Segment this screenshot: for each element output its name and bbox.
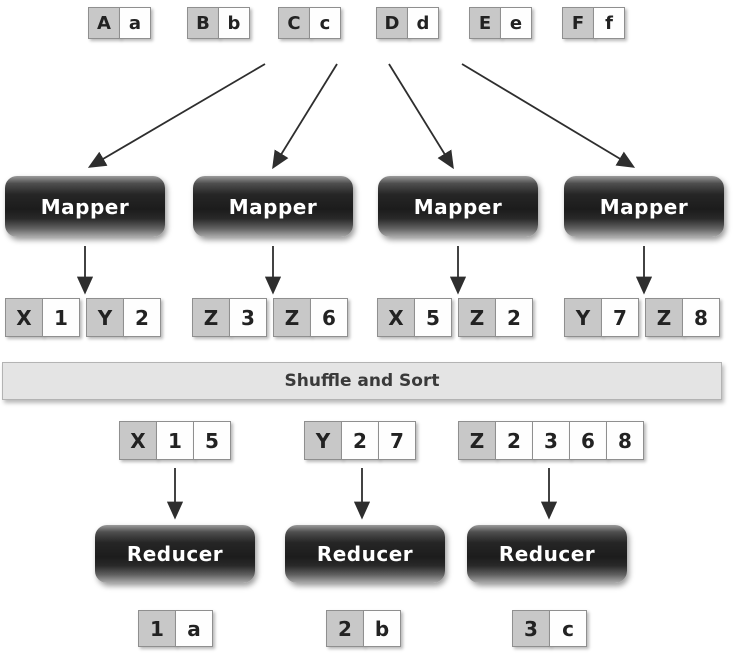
group-value-cell: 7 xyxy=(378,421,416,460)
group-value-cell: 6 xyxy=(569,421,607,460)
output-key-cell: 2 xyxy=(326,610,364,647)
map-output-value-cell: 3 xyxy=(229,298,267,337)
mapper-box: Mapper xyxy=(564,176,724,237)
output-key-cell: 1 xyxy=(138,610,176,647)
map-output-value-cell: 1 xyxy=(42,298,80,337)
output-value-cell: b xyxy=(363,610,401,647)
group-key-cell: Y xyxy=(304,421,342,460)
group-value-cell: 2 xyxy=(495,421,533,460)
map-output-key-cell: Z xyxy=(458,298,496,337)
reducer-box: Reducer xyxy=(467,525,627,583)
mapper-box: Mapper xyxy=(378,176,538,237)
group-value-cell: 2 xyxy=(341,421,379,460)
input-key-cell: D xyxy=(376,7,408,39)
input-key-cell: F xyxy=(562,7,594,39)
map-output-key-cell: Z xyxy=(273,298,311,337)
map-output-value-cell: 2 xyxy=(123,298,161,337)
reducer-box: Reducer xyxy=(95,525,255,583)
input-value-cell: c xyxy=(309,7,341,39)
input-key-cell: B xyxy=(187,7,219,39)
input-key-cell: C xyxy=(278,7,310,39)
group-value-cell: 8 xyxy=(606,421,644,460)
input-value-cell: b xyxy=(218,7,250,39)
output-value-cell: c xyxy=(549,610,587,647)
fan-arrow-icon xyxy=(461,63,636,168)
group-value-cell: 1 xyxy=(156,421,194,460)
group-key-cell: X xyxy=(119,421,157,460)
map-output-value-cell: 8 xyxy=(682,298,720,337)
map-output-value-cell: 2 xyxy=(495,298,533,337)
input-value-cell: a xyxy=(119,7,151,39)
group-value-cell: 3 xyxy=(532,421,570,460)
map-output-value-cell: 5 xyxy=(414,298,452,337)
fan-arrow-icon xyxy=(388,63,454,170)
fan-arrow-icon xyxy=(272,63,338,170)
input-value-cell: e xyxy=(500,7,532,39)
map-output-key-cell: Z xyxy=(645,298,683,337)
fan-arrow-icon xyxy=(87,63,266,168)
shuffle-sort-bar: Shuffle and Sort xyxy=(2,362,722,400)
input-value-cell: f xyxy=(593,7,625,39)
map-output-key-cell: X xyxy=(5,298,43,337)
map-output-key-cell: Y xyxy=(564,298,602,337)
reducer-box: Reducer xyxy=(285,525,445,583)
map-output-key-cell: X xyxy=(377,298,415,337)
mapper-box: Mapper xyxy=(5,176,165,237)
shuffle-sort-label: Shuffle and Sort xyxy=(284,371,440,391)
input-value-cell: d xyxy=(407,7,439,39)
group-key-cell: Z xyxy=(458,421,496,460)
input-key-cell: E xyxy=(469,7,501,39)
input-key-cell: A xyxy=(88,7,120,39)
output-value-cell: a xyxy=(175,610,213,647)
mapper-box: Mapper xyxy=(193,176,353,237)
map-output-key-cell: Y xyxy=(86,298,124,337)
map-output-value-cell: 6 xyxy=(310,298,348,337)
map-output-key-cell: Z xyxy=(192,298,230,337)
output-key-cell: 3 xyxy=(512,610,550,647)
map-output-value-cell: 7 xyxy=(601,298,639,337)
group-value-cell: 5 xyxy=(193,421,231,460)
